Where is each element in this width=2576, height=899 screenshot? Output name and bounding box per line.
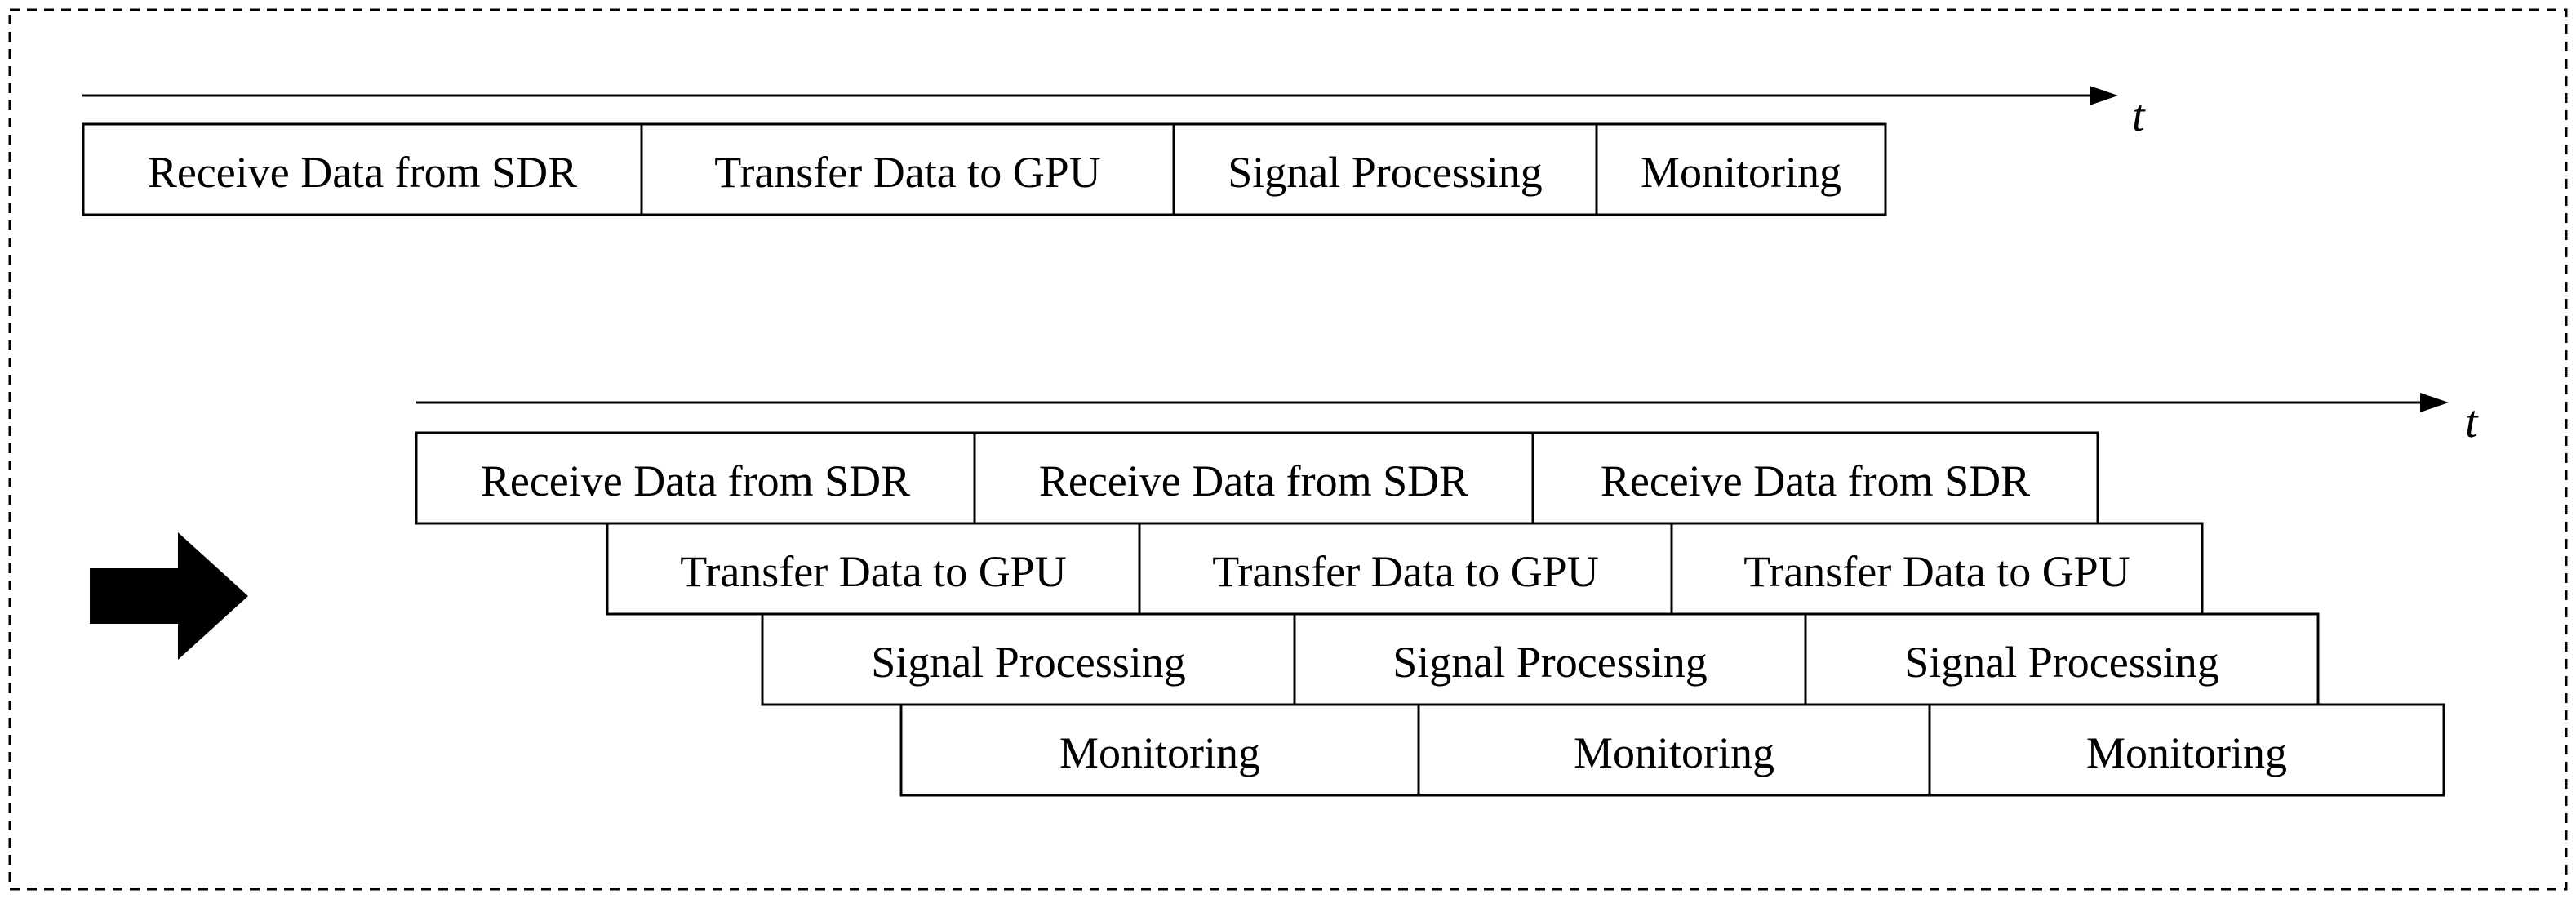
pipelined-cell: Signal Processing bbox=[1293, 612, 1807, 706]
sequential-cell: Receive Data from SDR bbox=[82, 122, 643, 216]
pipelined-row: Transfer Data to GPU Transfer Data to GP… bbox=[606, 522, 2204, 616]
pipelined-cell: Receive Data from SDR bbox=[973, 431, 1534, 525]
pipelined-row: Signal Processing Signal Processing Sign… bbox=[761, 612, 2320, 706]
svg-text:Receive Data from SDR: Receive Data from SDR bbox=[481, 456, 910, 505]
svg-text:Receive Data from SDR: Receive Data from SDR bbox=[148, 148, 577, 197]
svg-text:Monitoring: Monitoring bbox=[1641, 148, 1841, 197]
svg-text:Signal Processing: Signal Processing bbox=[1228, 148, 1543, 197]
pipelined-timeline: t bbox=[416, 393, 2479, 447]
pipelined-cell: Signal Processing bbox=[761, 612, 1296, 706]
pipelined-cell: Monitoring bbox=[1417, 703, 1931, 797]
pipelined-row: Receive Data from SDR Receive Data from … bbox=[415, 431, 2099, 525]
svg-text:Monitoring: Monitoring bbox=[1574, 728, 1774, 777]
time-axis-label: t bbox=[2465, 397, 2479, 447]
sequential-row: Receive Data from SDR Transfer Data to G… bbox=[82, 122, 1887, 216]
pipelined-cell: Transfer Data to GPU bbox=[606, 522, 1141, 616]
pipelined-cell: Monitoring bbox=[1928, 703, 2445, 797]
svg-text:Signal Processing: Signal Processing bbox=[1904, 638, 2219, 687]
svg-text:Receive Data from SDR: Receive Data from SDR bbox=[1039, 456, 1468, 505]
sequential-cell: Transfer Data to GPU bbox=[640, 122, 1175, 216]
svg-text:Receive Data from SDR: Receive Data from SDR bbox=[1601, 456, 2030, 505]
pipelined-row: Monitoring Monitoring Monitoring bbox=[899, 703, 2445, 797]
svg-text:Monitoring: Monitoring bbox=[1059, 728, 1260, 777]
time-axis-arrowhead bbox=[2090, 86, 2118, 105]
dashed-frame bbox=[8, 8, 2568, 891]
svg-text:Transfer Data to GPU: Transfer Data to GPU bbox=[714, 148, 1100, 197]
right-arrow-icon bbox=[90, 532, 248, 660]
svg-text:Transfer Data to GPU: Transfer Data to GPU bbox=[1743, 547, 2130, 596]
pipelined-cell: Receive Data from SDR bbox=[415, 431, 976, 525]
pipelined-cell: Signal Processing bbox=[1804, 612, 2320, 706]
pipelined-cell: Receive Data from SDR bbox=[1531, 431, 2099, 525]
pipelined-cell: Transfer Data to GPU bbox=[1670, 522, 2204, 616]
sequential-cell: Signal Processing bbox=[1172, 122, 1598, 216]
svg-text:Signal Processing: Signal Processing bbox=[1392, 638, 1708, 687]
time-axis-arrowhead bbox=[2420, 393, 2449, 412]
time-axis-label: t bbox=[2132, 91, 2146, 141]
pipelined-cell: Transfer Data to GPU bbox=[1138, 522, 1673, 616]
pipelined-cell: Monitoring bbox=[899, 703, 1420, 797]
svg-text:Transfer Data to GPU: Transfer Data to GPU bbox=[680, 547, 1066, 596]
sequential-timeline: t bbox=[82, 86, 2146, 141]
svg-text:Transfer Data to GPU: Transfer Data to GPU bbox=[1212, 547, 1598, 596]
svg-text:Monitoring: Monitoring bbox=[2086, 728, 2287, 777]
sequential-cell: Monitoring bbox=[1595, 122, 1887, 216]
svg-text:Signal Processing: Signal Processing bbox=[871, 638, 1186, 687]
